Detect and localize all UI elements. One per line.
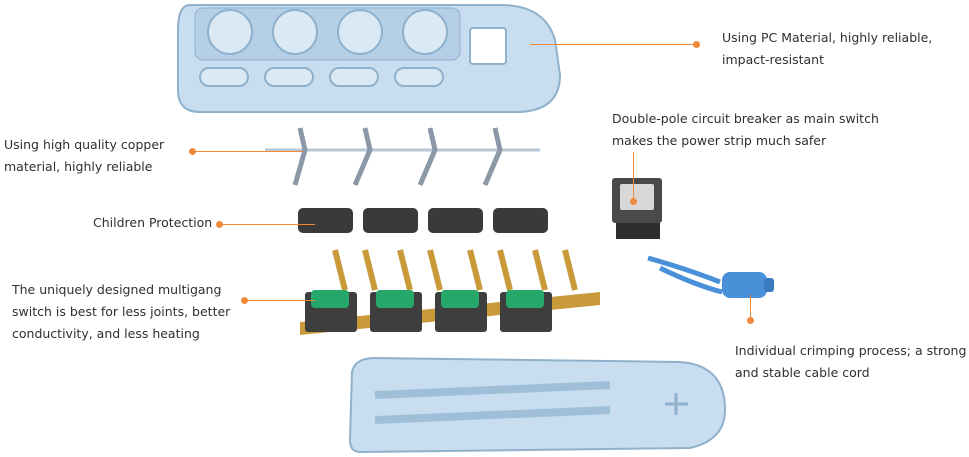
switch-assembly	[300, 249, 600, 335]
callout-line-multigang	[245, 300, 315, 301]
callout-dot-pc	[693, 41, 700, 48]
copper-rails	[265, 127, 540, 186]
callout-line-copper	[193, 151, 303, 152]
label-breaker-line1: Double-pole circuit breaker as main swit…	[612, 111, 879, 126]
label-copper-line1: Using high quality copper	[4, 137, 165, 152]
label-crimping: Individual crimping process; a strong an…	[735, 340, 966, 384]
cable-cord	[647, 255, 774, 298]
label-crimping-line2: and stable cable cord	[735, 365, 870, 380]
circuit-breaker	[612, 178, 662, 239]
callout-dot-crimping	[747, 317, 754, 324]
label-crimping-line1: Individual crimping process; a strong	[735, 343, 967, 358]
label-breaker-line2: makes the power strip much safer	[612, 133, 827, 148]
callout-line-crimping-v	[750, 295, 751, 320]
callout-dot-breaker	[630, 198, 637, 205]
label-breaker: Double-pole circuit breaker as main swit…	[612, 108, 879, 152]
label-copper-line2: material, highly reliable	[4, 159, 153, 174]
callout-dot-children	[216, 221, 223, 228]
child-shutters	[298, 208, 548, 233]
label-multigang-line2: switch is best for less joints, better	[12, 304, 231, 319]
callout-line-children	[220, 224, 315, 225]
callout-line-pc	[530, 44, 697, 45]
callout-dot-copper	[189, 148, 196, 155]
label-pc-line1: Using PC Material, highly reliable,	[722, 30, 933, 45]
label-multigang-line3: conductivity, and less heating	[12, 326, 200, 341]
label-children: Children Protection	[93, 212, 212, 234]
top-housing	[177, 4, 562, 113]
bottom-housing	[348, 356, 727, 454]
callout-line-breaker-v	[633, 152, 634, 200]
label-multigang-line1: The uniquely designed multigang	[12, 282, 222, 297]
label-children-line1: Children Protection	[93, 215, 213, 230]
label-pc-material: Using PC Material, highly reliable, impa…	[722, 27, 932, 71]
label-copper: Using high quality copper material, high…	[4, 134, 164, 178]
label-pc-line2: impact-resistant	[722, 52, 824, 67]
callout-dot-multigang	[241, 297, 248, 304]
label-multigang: The uniquely designed multigang switch i…	[12, 279, 230, 345]
